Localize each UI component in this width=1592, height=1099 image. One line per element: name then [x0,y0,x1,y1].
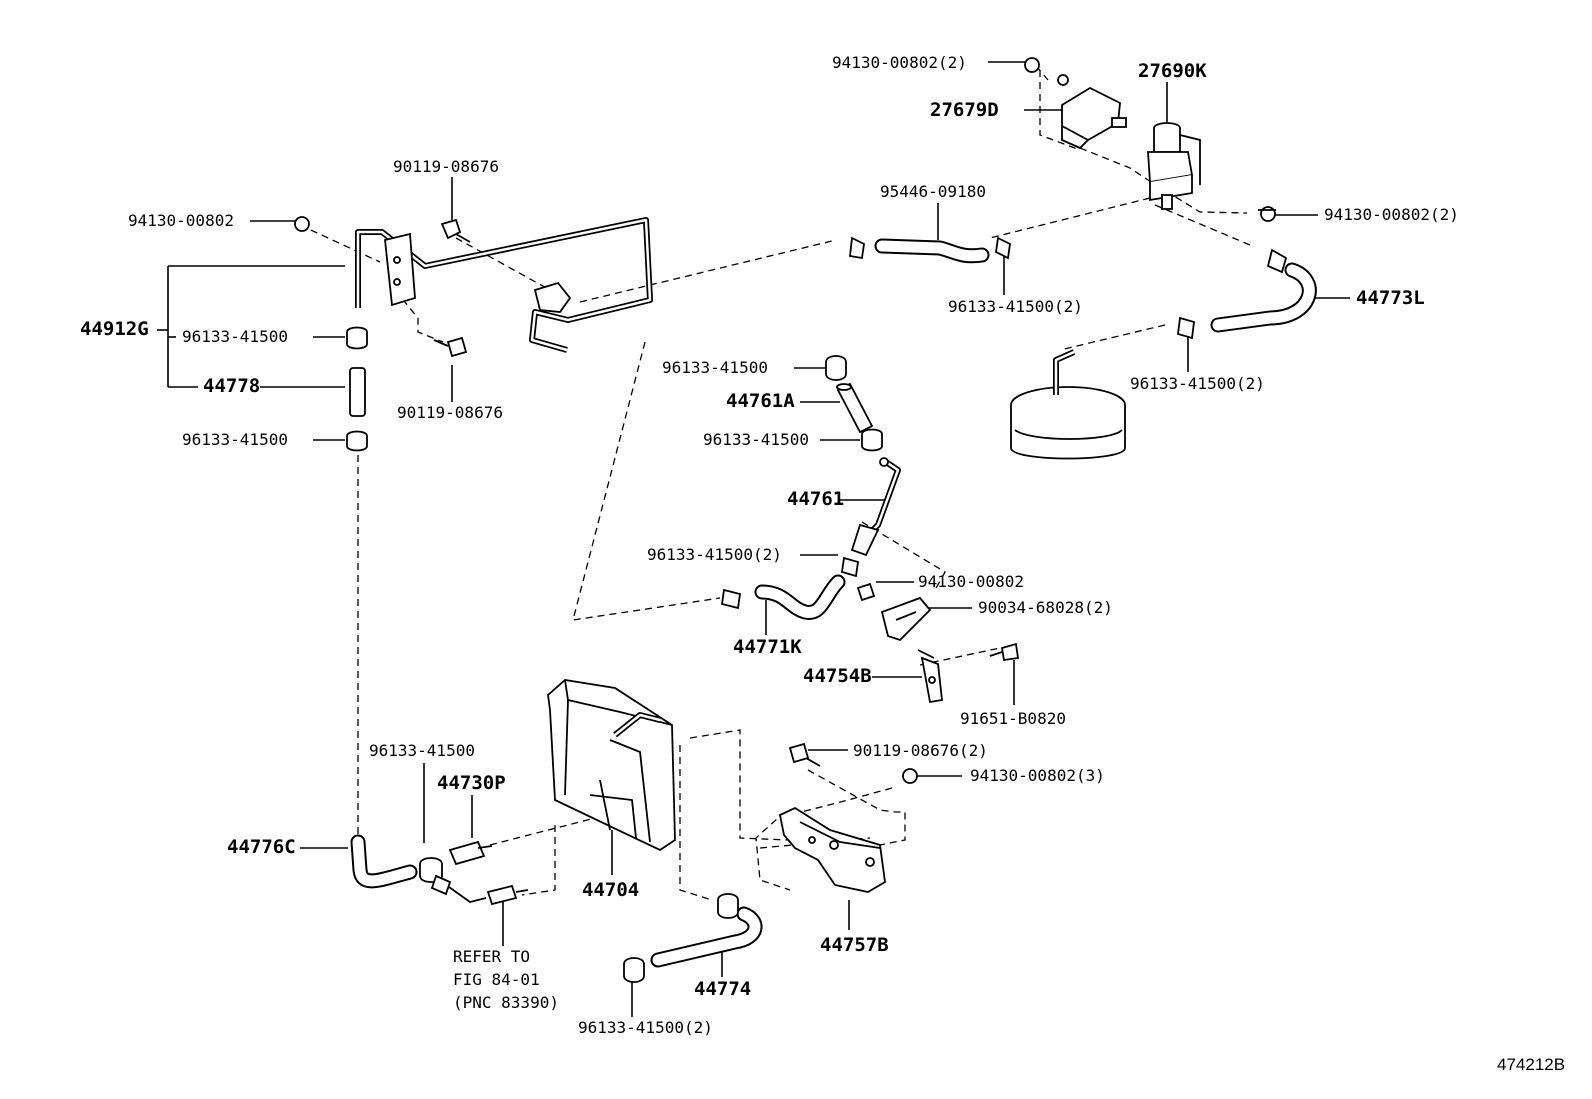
label-44730p: 44730P [437,772,506,794]
clamp-96133-41500-a [346,326,368,350]
label-95446-09180: 95446-09180 [880,182,986,201]
label-96133-41500-d: 96133-41500 [703,430,809,449]
bracket-44754b [917,649,943,704]
hose-44778 [349,367,366,417]
bracket-27679d [1057,74,1127,150]
part-labels: 94130-00802(2) 27690K 27679D 90119-08676… [80,53,1565,1074]
nut-94130-00802-center [856,582,876,602]
clamp-near-44771k [720,588,742,610]
bolt-90119-08676-mid [433,336,468,358]
refer-text-line-2: FIG 84-01 [453,970,540,989]
label-44912g: 44912G [80,318,149,340]
label-44704: 44704 [582,879,639,901]
canister [1010,349,1126,460]
clamp-96133-41500-mid [995,236,1011,260]
clamp-96133-41500-right-lower [1177,316,1195,340]
clamp-96133-41500-center [840,556,860,578]
label-96133-41500-c: 96133-41500 [662,358,768,377]
label-96133-41500-2-bottom: 96133-41500(2) [578,1018,713,1037]
hose-44776c [350,834,418,889]
hose-44773l [1210,262,1317,333]
label-96133-41500-2-right: 96133-41500(2) [1130,374,1265,393]
label-94130-00802-2-top: 94130-00802(2) [832,53,967,72]
label-44761: 44761 [787,488,844,510]
label-94130-00802-2-right: 94130-00802(2) [1324,205,1459,224]
label-44757b: 44757B [820,934,889,956]
valve-27690k [1147,122,1201,210]
label-27690k: 27690K [1138,60,1207,82]
label-44773l: 44773L [1356,287,1425,309]
clamp-96133-41500-c [825,355,847,381]
label-94130-00802-3: 94130-00802(3) [970,766,1105,785]
nut-94130-00802-left [294,216,310,232]
bolt-90119-08676-top [440,218,471,243]
label-44761a: 44761A [726,390,795,412]
hose-44761 [850,457,901,557]
nut-94130-00802-top [1024,57,1040,73]
connector-44730p [448,840,493,866]
label-96133-41500-2-center: 96133-41500(2) [647,545,782,564]
label-94130-00802-left: 94130-00802 [128,211,234,230]
label-90119-08676-2: 90119-08676(2) [853,741,988,760]
hose-44761a [836,382,874,434]
clamp-96133-41500-b [346,430,368,452]
label-91651-b0820: 91651-B0820 [960,709,1066,728]
label-44754b: 44754B [803,665,872,687]
parts [294,57,1317,983]
hose-95446-09180 [874,238,990,264]
assembly-dashed-lines [299,65,1251,901]
clamp-left-95446 [849,236,865,260]
label-90119-08676-top: 90119-08676 [393,157,499,176]
clamp-96133-41500-bottom [623,957,645,983]
label-90119-08676-mid: 90119-08676 [397,403,503,422]
label-44778: 44778 [203,375,260,397]
label-90034-68028-2: 90034-68028(2) [978,598,1113,617]
label-44776c: 44776C [227,836,296,858]
clip-90034-68028 [880,596,932,642]
label-96133-41500-e: 96133-41500 [369,741,475,760]
hose-44774 [650,906,763,968]
label-96133-41500-a: 96133-41500 [182,327,288,346]
nut-94130-00802-3 [902,768,918,784]
sensor-assembly [430,874,529,906]
bracket-44757b [778,806,886,893]
bolt-91651-b0820 [989,642,1020,662]
clamp-96133-41500-d [861,428,883,452]
label-44774: 44774 [694,978,751,1000]
refer-text-line-3: (PNC 83390) [453,993,559,1012]
label-27679d: 27679D [930,99,999,121]
hose-44771k [754,574,846,620]
pipe-44912g [355,217,653,353]
label-44771k: 44771K [733,636,802,658]
tank-44704 [547,679,676,852]
label-94130-00802-center: 94130-00802 [918,572,1024,591]
label-96133-41500-b: 96133-41500 [182,430,288,449]
nut-94130-00802-right [1258,206,1276,222]
clamp-96133-41500-right-upper [1266,248,1288,274]
leader-lines [157,61,1350,1017]
bolt-90119-08676-2 [788,742,821,767]
clamp-44774-upper [717,893,739,919]
figure-id: 474212B [1497,1055,1565,1074]
label-96133-41500-2-mid: 96133-41500(2) [948,297,1083,316]
refer-text-line-1: REFER TO [453,947,530,966]
